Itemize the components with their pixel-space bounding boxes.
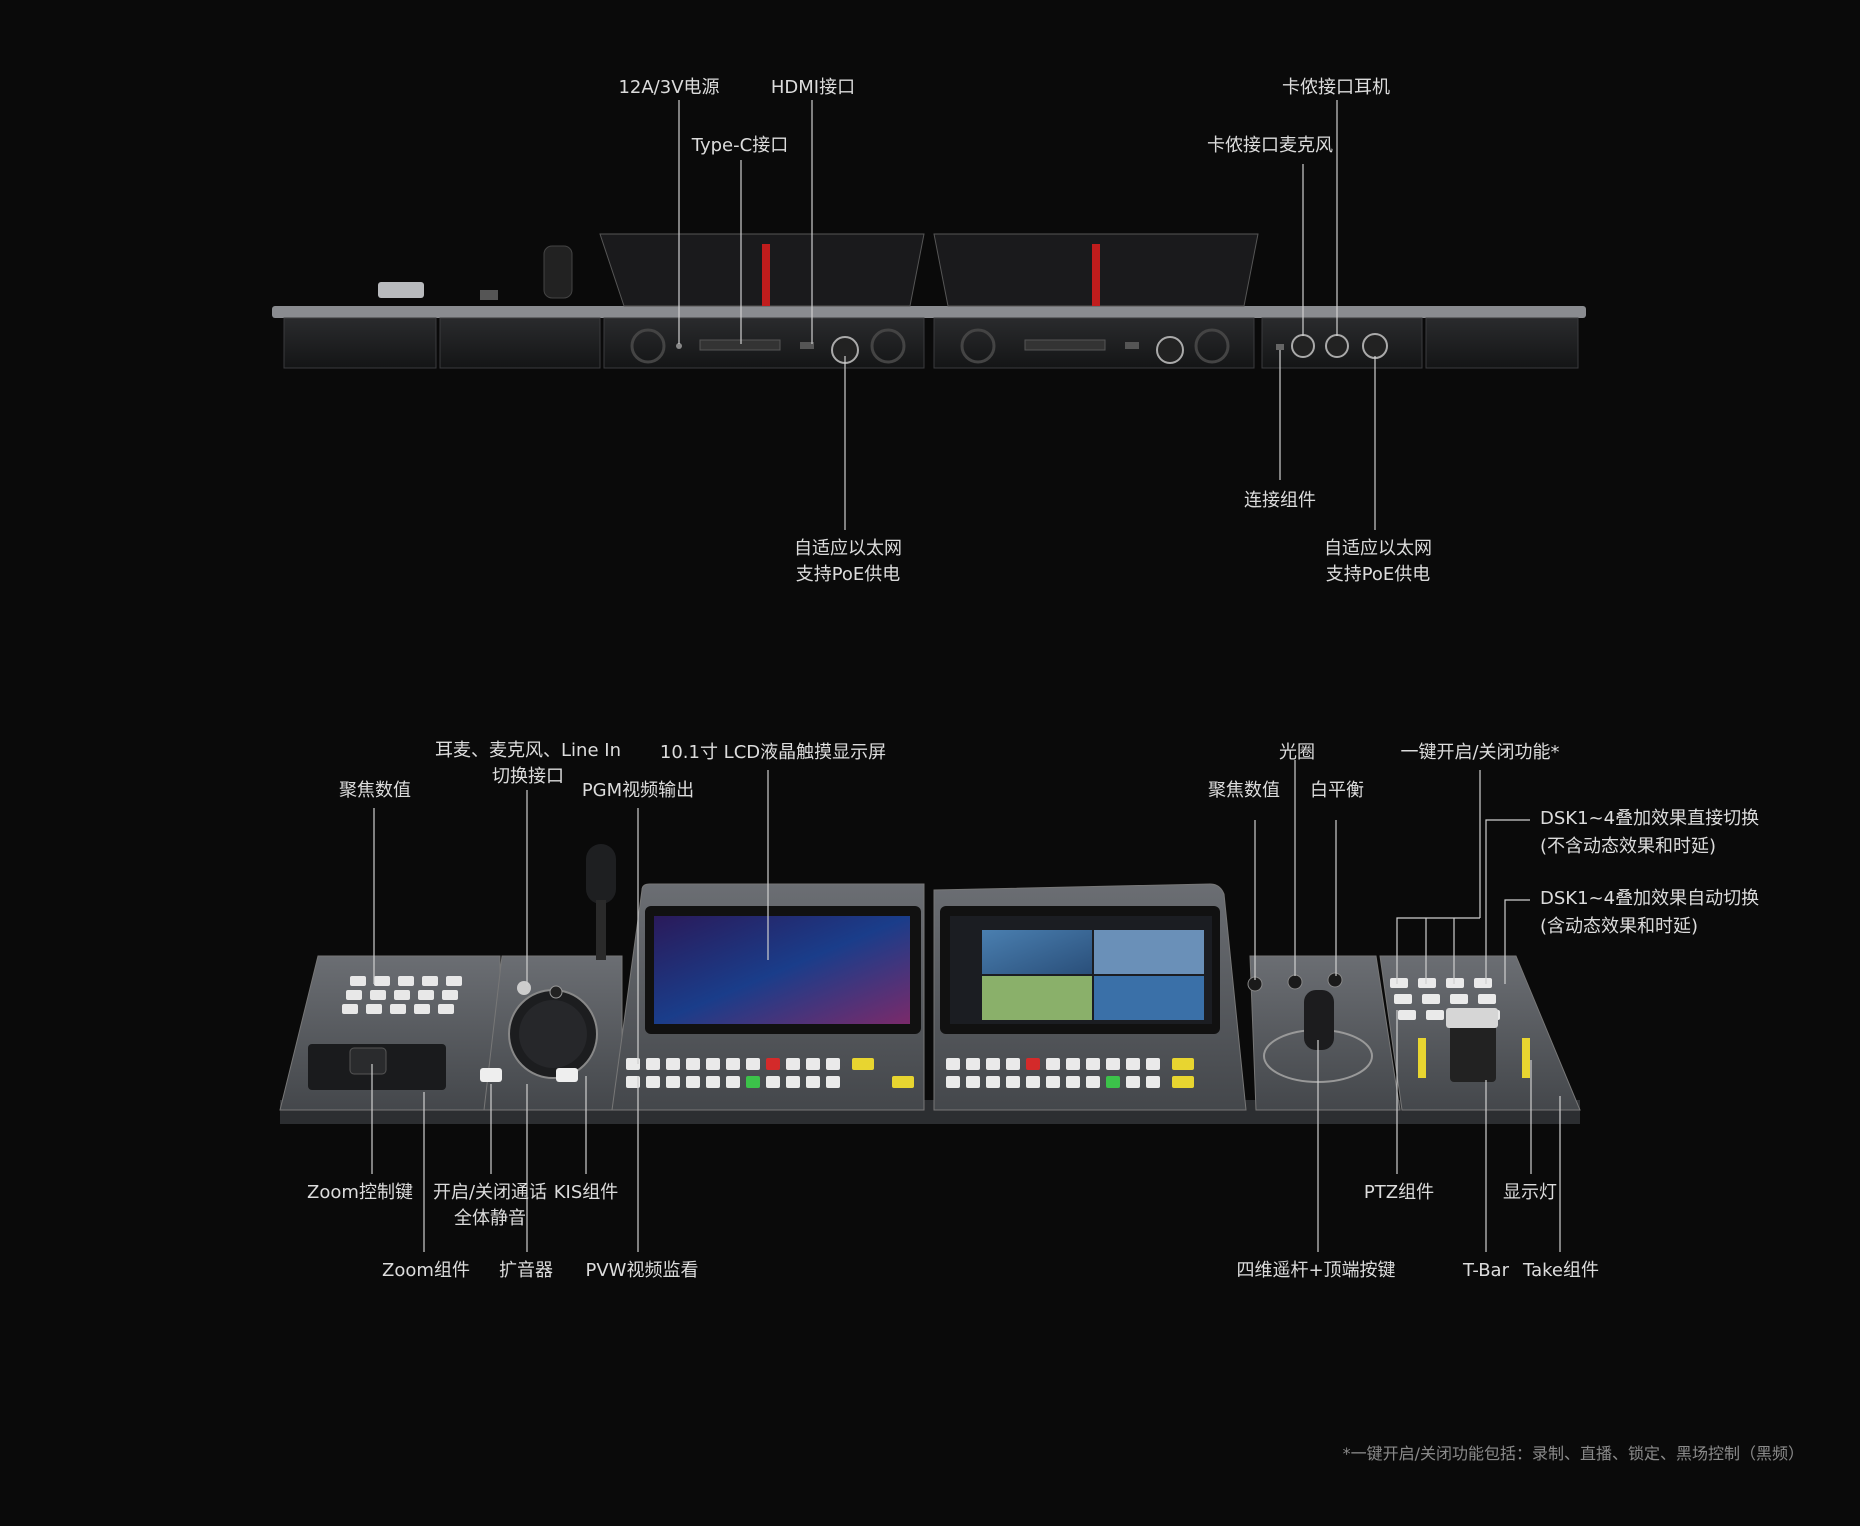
label-talk-1: 开启/关闭通话 <box>432 1182 548 1203</box>
label-tbar: T-Bar <box>1463 1260 1509 1281</box>
label-talk-2: 全体静音 <box>454 1208 526 1229</box>
label-xlr-headphone: 卡侬接口耳机 <box>1282 77 1390 98</box>
label-dsk-direct-2: (不含动态效果和时延) <box>1540 836 1717 857</box>
label-dsk-auto-2: (含动态效果和时延) <box>1540 916 1699 937</box>
label-dsk-auto-1: DSK1~4叠加效果自动切换 <box>1540 888 1760 909</box>
footnote: *一键开启/关闭功能包括：录制、直播、锁定、黑场控制（黑频） <box>1342 1444 1804 1463</box>
label-ethernet-left-2: 支持PoE供电 <box>795 564 901 585</box>
front-view-device <box>279 844 1581 1124</box>
label-audio-switch-1: 耳麦、麦克风、Line In <box>435 740 621 761</box>
label-focus-left: 聚焦数值 <box>339 780 411 801</box>
label-iris: 光圈 <box>1279 742 1315 763</box>
label-kis: KIS组件 <box>553 1182 619 1203</box>
label-power: 12A/3V电源 <box>618 77 720 98</box>
label-speaker: 扩音器 <box>499 1260 553 1281</box>
label-audio-switch-2: 切换接口 <box>492 766 564 787</box>
label-indicator: 显示灯 <box>1503 1182 1557 1203</box>
label-take: Take组件 <box>1523 1260 1599 1281</box>
label-pgm-output: PGM视频输出 <box>581 780 695 801</box>
leader-lines <box>371 100 1561 1252</box>
label-joystick: 四维遥杆+顶端按键 <box>1236 1260 1396 1281</box>
label-zoom-module: Zoom组件 <box>382 1260 470 1281</box>
label-hdmi: HDMI接口 <box>770 77 856 98</box>
label-white-balance: 白平衡 <box>1310 780 1364 801</box>
label-ethernet-right-1: 自适应以太网 <box>1324 538 1432 559</box>
label-lcd: 10.1寸 LCD液晶触摸显示屏 <box>659 742 887 763</box>
label-dsk-direct-1: DSK1~4叠加效果直接切换 <box>1540 808 1760 829</box>
label-xlr-mic: 卡侬接口麦克风 <box>1207 135 1333 156</box>
rear-view-device <box>272 233 1586 369</box>
label-ptz: PTZ组件 <box>1363 1182 1435 1203</box>
label-focus-right: 聚焦数值 <box>1208 780 1280 801</box>
label-ethernet-left-1: 自适应以太网 <box>794 538 902 559</box>
label-typec: Type-C接口 <box>691 135 789 156</box>
label-ethernet-right-2: 支持PoE供电 <box>1325 564 1431 585</box>
label-one-key: 一键开启/关闭功能* <box>1400 742 1560 763</box>
label-zoom-key: Zoom控制键 <box>307 1182 413 1203</box>
label-connector: 连接组件 <box>1244 490 1316 511</box>
label-pvw: PVW视频监看 <box>585 1260 699 1281</box>
